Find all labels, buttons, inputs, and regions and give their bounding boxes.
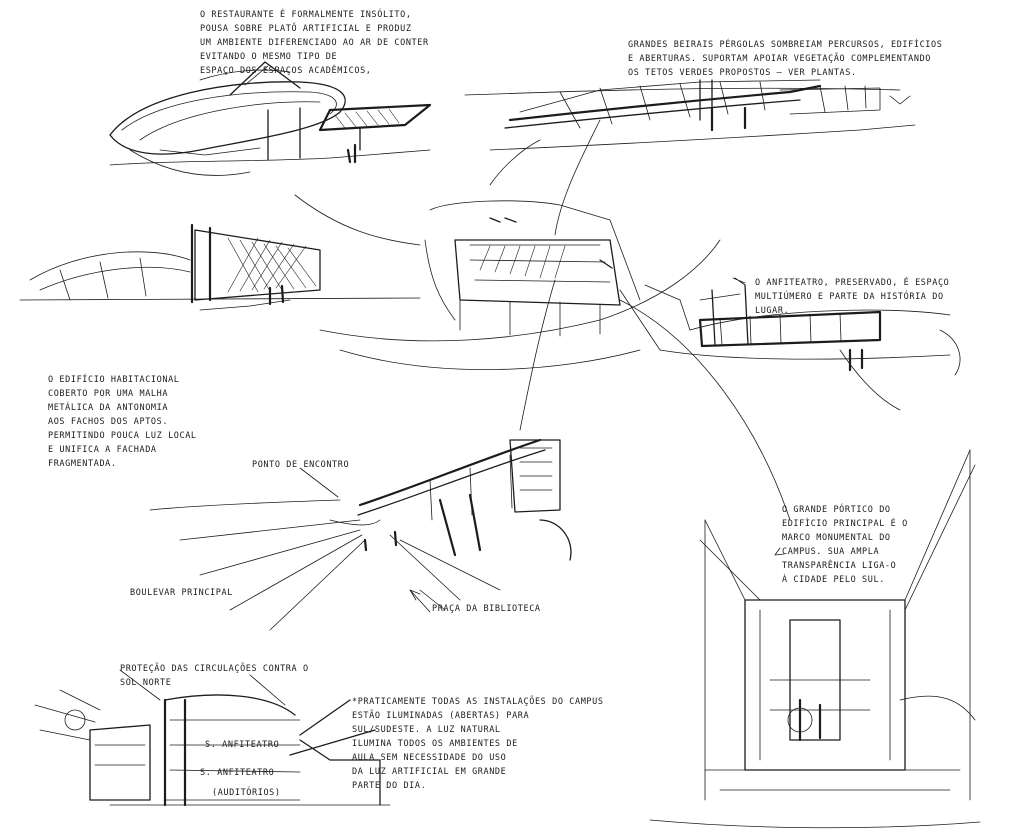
pergola-sketch	[464, 79, 916, 186]
note-instalacoes: *Praticamente todas as instalações do ca…	[352, 697, 604, 791]
note-anfiteatro: O anfiteatro, preservado, é espaço multi…	[755, 278, 950, 316]
site-plan-sketch	[294, 119, 791, 521]
portico-sketch	[649, 449, 981, 829]
note-portico: O grande pórtico do edifício principal é…	[782, 505, 908, 585]
restaurant-sketch	[109, 61, 432, 176]
label-auditorios: (Auditórios)	[212, 788, 281, 798]
note-restaurante: O restaurante é formalmente insólito, po…	[200, 10, 429, 76]
note-habitacional: O edifício habitacional coberto por uma …	[48, 375, 197, 469]
annotation-arrows	[299, 277, 785, 613]
section-sketch	[34, 669, 391, 807]
amphitheater-sketch	[659, 284, 961, 411]
label-ponto-de-encontro: Ponto de encontro	[252, 460, 350, 470]
label-boulevard: Boulevar principal	[130, 588, 233, 598]
boulevard-sketch	[149, 438, 572, 631]
label-s-anfiteatro-upper: S. anfiteatro	[205, 740, 280, 750]
label-s-anfiteatro-lower: S. anfiteatro	[200, 768, 275, 778]
label-praca-biblioteca: Praça da biblioteca	[432, 604, 541, 614]
note-pergolas: Grandes beirais pérgolas sombreiam percu…	[628, 40, 943, 78]
note-circulacoes: Proteção das circulações contra o sol no…	[120, 664, 309, 688]
housing-sketch	[19, 223, 421, 311]
